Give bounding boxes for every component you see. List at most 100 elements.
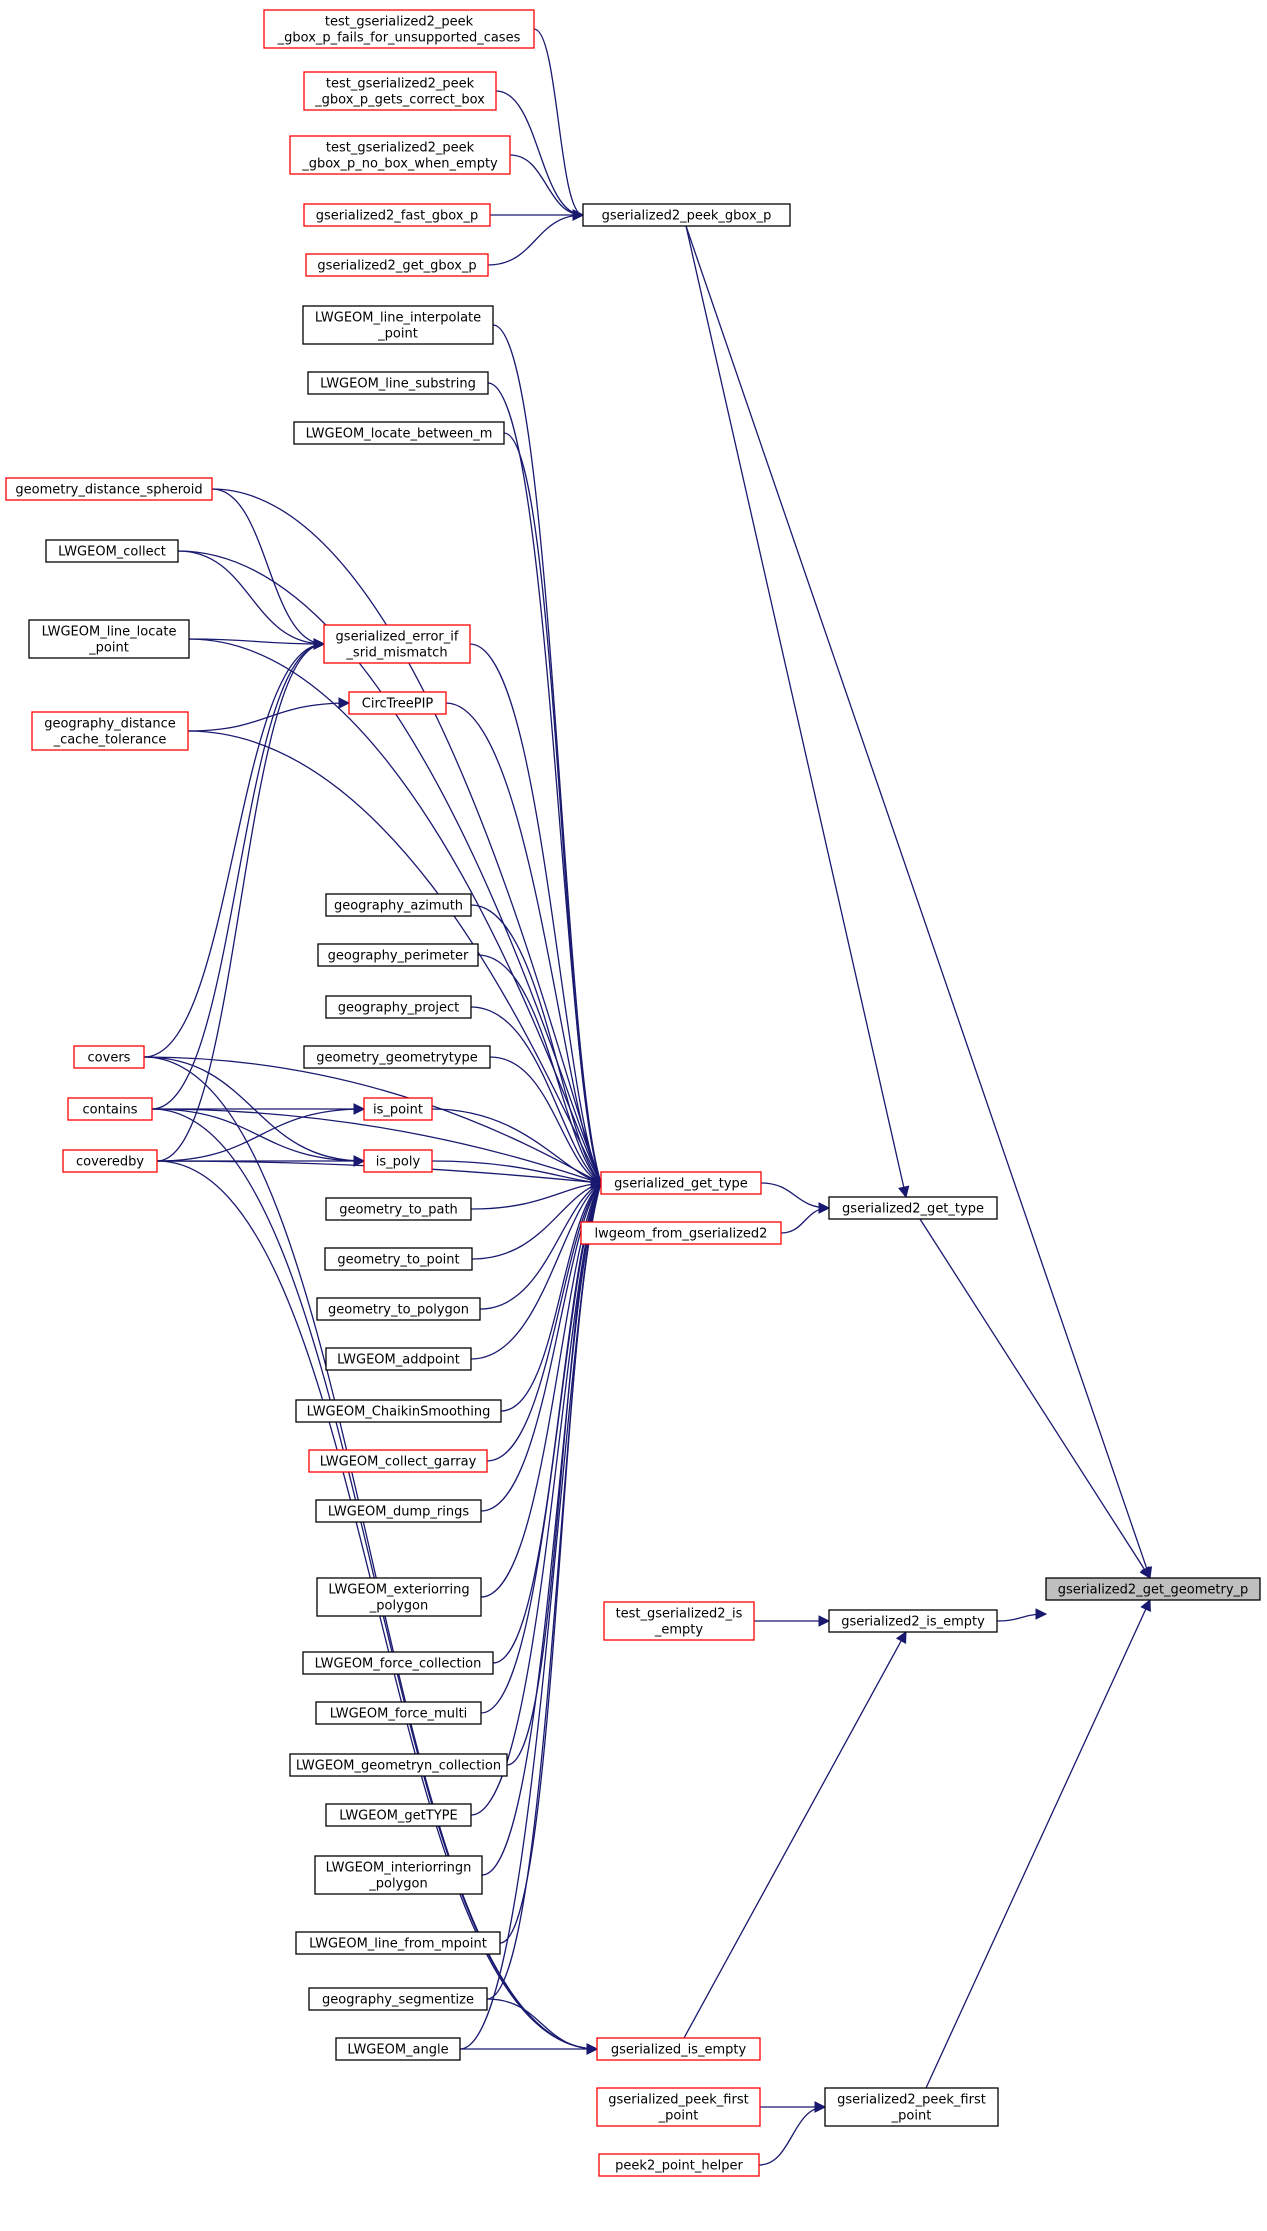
node-label: _empty bbox=[654, 1623, 704, 1638]
call-edge bbox=[506, 1182, 602, 1766]
node-box bbox=[293, 421, 505, 445]
function-node-force-multi[interactable]: LWGEOM_force_multi bbox=[315, 1701, 482, 1725]
node-label: _point bbox=[891, 2109, 932, 2124]
function-node-geomn-coll[interactable]: LWGEOM_geometryn_collection bbox=[289, 1753, 508, 1777]
function-node-line-interp[interactable]: LWGEOM_line_interpolate_point bbox=[302, 305, 494, 345]
node-label: _gbox_p_no_box_when_empty bbox=[301, 157, 498, 172]
function-node-gs2-peek-first[interactable]: gserialized2_peek_first_point bbox=[824, 2087, 999, 2127]
function-node-test-is-empty[interactable]: test_gserialized2_is_empty bbox=[603, 1601, 755, 1641]
function-node-line-locate[interactable]: LWGEOM_line_locate_point bbox=[28, 619, 190, 659]
node-box bbox=[307, 371, 489, 395]
call-edge bbox=[500, 1182, 602, 1412]
function-node-geom-geomtype[interactable]: geometry_geometrytype bbox=[303, 1045, 491, 1069]
node-label: LWGEOM_force_collection bbox=[315, 1657, 482, 1672]
node-label: geometry_distance_spheroid bbox=[15, 483, 202, 498]
node-box bbox=[28, 619, 190, 659]
node-label: LWGEOM_addpoint bbox=[337, 1353, 460, 1368]
function-node-geog-azimuth[interactable]: geography_azimuth bbox=[325, 893, 472, 917]
function-node-peek-gbox[interactable]: gserialized2_peek_gbox_p bbox=[582, 203, 791, 227]
call-edge bbox=[151, 643, 325, 1110]
call-edge bbox=[925, 1599, 1151, 2089]
function-node-ext-ring[interactable]: LWGEOM_exteriorring_polygon bbox=[316, 1577, 482, 1617]
arrow-head-icon bbox=[898, 1185, 910, 1199]
call-edge bbox=[495, 90, 584, 216]
call-edge bbox=[177, 550, 602, 1184]
function-node-locate-m[interactable]: LWGEOM_locate_between_m bbox=[293, 421, 505, 445]
node-box bbox=[315, 1499, 482, 1523]
function-node-err-srid[interactable]: gserialized_error_if_srid_mismatch bbox=[323, 624, 471, 664]
node-label: _polygon bbox=[368, 1877, 427, 1892]
function-node-gs-get-type[interactable]: gserialized_get_type bbox=[600, 1171, 762, 1195]
node-label: geometry_to_path bbox=[339, 1203, 458, 1218]
node-box bbox=[600, 1171, 762, 1195]
function-node-lwgeom-from-gs2[interactable]: lwgeom_from_gserialized2 bbox=[580, 1221, 782, 1245]
call-edge bbox=[480, 1182, 602, 1512]
function-node-line-from-mpoint[interactable]: LWGEOM_line_from_mpoint bbox=[295, 1931, 501, 1955]
function-node-geom-dist-sph[interactable]: geometry_distance_spheroid bbox=[5, 477, 213, 501]
node-label: coveredby bbox=[76, 1155, 144, 1170]
node-label: LWGEOM_angle bbox=[347, 2043, 448, 2058]
node-box bbox=[603, 1601, 755, 1641]
arrow-head-icon bbox=[313, 638, 326, 650]
node-label: LWGEOM_line_from_mpoint bbox=[309, 1937, 487, 1952]
arrow-head-icon bbox=[818, 1202, 831, 1214]
function-node-geog-perimeter[interactable]: geography_perimeter bbox=[317, 943, 479, 967]
function-node-gs-is-empty[interactable]: gserialized_is_empty bbox=[596, 2037, 761, 2061]
node-label: test_gserialized2_peek bbox=[326, 77, 475, 92]
function-node-coveredby[interactable]: coveredby bbox=[62, 1149, 158, 1173]
node-label: gserialized_peek_first bbox=[608, 2093, 748, 2108]
function-node-contains[interactable]: contains bbox=[67, 1097, 153, 1121]
call-edge bbox=[151, 1108, 602, 1184]
function-node-covers[interactable]: covers bbox=[73, 1045, 145, 1069]
call-edge bbox=[503, 432, 602, 1184]
function-node-geom-to-point[interactable]: geometry_to_point bbox=[324, 1247, 473, 1271]
node-box bbox=[303, 203, 491, 227]
function-node-peek2-helper[interactable]: peek2_point_helper bbox=[598, 2153, 760, 2177]
function-node-circtree[interactable]: CircTreePIP bbox=[348, 691, 447, 715]
function-node-geog-project[interactable]: geography_project bbox=[325, 995, 472, 1019]
function-node-gs2-get-type[interactable]: gserialized2_get_type bbox=[828, 1196, 998, 1220]
function-node-gettype[interactable]: LWGEOM_getTYPE bbox=[325, 1803, 472, 1827]
function-node-geom-to-polygon[interactable]: geometry_to_polygon bbox=[316, 1297, 481, 1321]
function-node-force-coll[interactable]: LWGEOM_force_collection bbox=[302, 1651, 494, 1675]
function-node-geog-segmentize[interactable]: geography_segmentize bbox=[308, 1987, 488, 2011]
node-label: is_poly bbox=[376, 1155, 421, 1170]
node-box bbox=[325, 1803, 472, 1827]
function-node-chaikin[interactable]: LWGEOM_ChaikinSmoothing bbox=[295, 1399, 502, 1423]
function-node-geog-dist-cache[interactable]: geography_distance_cache_tolerance bbox=[31, 711, 189, 751]
function-node-fast-gbox[interactable]: gserialized2_fast_gbox_p bbox=[303, 203, 491, 227]
function-node-gs-peek-first[interactable]: gserialized_peek_first_point bbox=[596, 2087, 761, 2127]
function-node-addpoint[interactable]: LWGEOM_addpoint bbox=[325, 1347, 472, 1371]
call-edge bbox=[151, 1108, 365, 1162]
function-node-dump-rings[interactable]: LWGEOM_dump_rings bbox=[315, 1499, 482, 1523]
function-node-is-point[interactable]: is_point bbox=[363, 1097, 433, 1121]
node-label: LWGEOM_line_locate bbox=[42, 625, 177, 640]
arrow-head-icon bbox=[814, 2101, 827, 2113]
node-box bbox=[314, 1855, 483, 1895]
function-node-collect-garray[interactable]: LWGEOM_collect_garray bbox=[308, 1449, 488, 1473]
function-node-line-sub[interactable]: LWGEOM_line_substring bbox=[307, 371, 489, 395]
function-node-get-gbox[interactable]: gserialized2_get_gbox_p bbox=[305, 253, 489, 277]
function-node-collect[interactable]: LWGEOM_collect bbox=[45, 539, 179, 563]
call-edge bbox=[211, 488, 325, 645]
function-node-peek-nobox[interactable]: test_gserialized2_peek_gbox_p_no_box_whe… bbox=[289, 135, 511, 175]
call-edge bbox=[431, 1108, 602, 1184]
node-label: _point bbox=[377, 327, 418, 342]
node-box bbox=[325, 1197, 472, 1221]
node-label: CircTreePIP bbox=[362, 697, 434, 712]
function-node-angle[interactable]: LWGEOM_angle bbox=[335, 2037, 461, 2061]
function-node-peek-fails[interactable]: test_gserialized2_peek_gbox_p_fails_for_… bbox=[263, 9, 535, 49]
node-label: _point bbox=[88, 641, 129, 656]
call-edge bbox=[486, 1182, 602, 2000]
node-box bbox=[325, 1347, 472, 1371]
function-node-geom-to-path[interactable]: geometry_to_path bbox=[325, 1197, 472, 1221]
function-node-peek-correct[interactable]: test_gserialized2_peek_gbox_p_gets_corre… bbox=[303, 71, 497, 111]
node-label: LWGEOM_interiorringn bbox=[326, 1861, 472, 1876]
node-label: geography_distance bbox=[44, 717, 176, 732]
node-label: gserialized_get_type bbox=[614, 1177, 748, 1192]
function-node-int-ringn[interactable]: LWGEOM_interiorringn_polygon bbox=[314, 1855, 483, 1895]
function-node-gs2-is-empty[interactable]: gserialized2_is_empty bbox=[828, 1609, 998, 1633]
function-node-is-poly[interactable]: is_poly bbox=[363, 1149, 433, 1173]
call-edge bbox=[156, 643, 325, 1162]
